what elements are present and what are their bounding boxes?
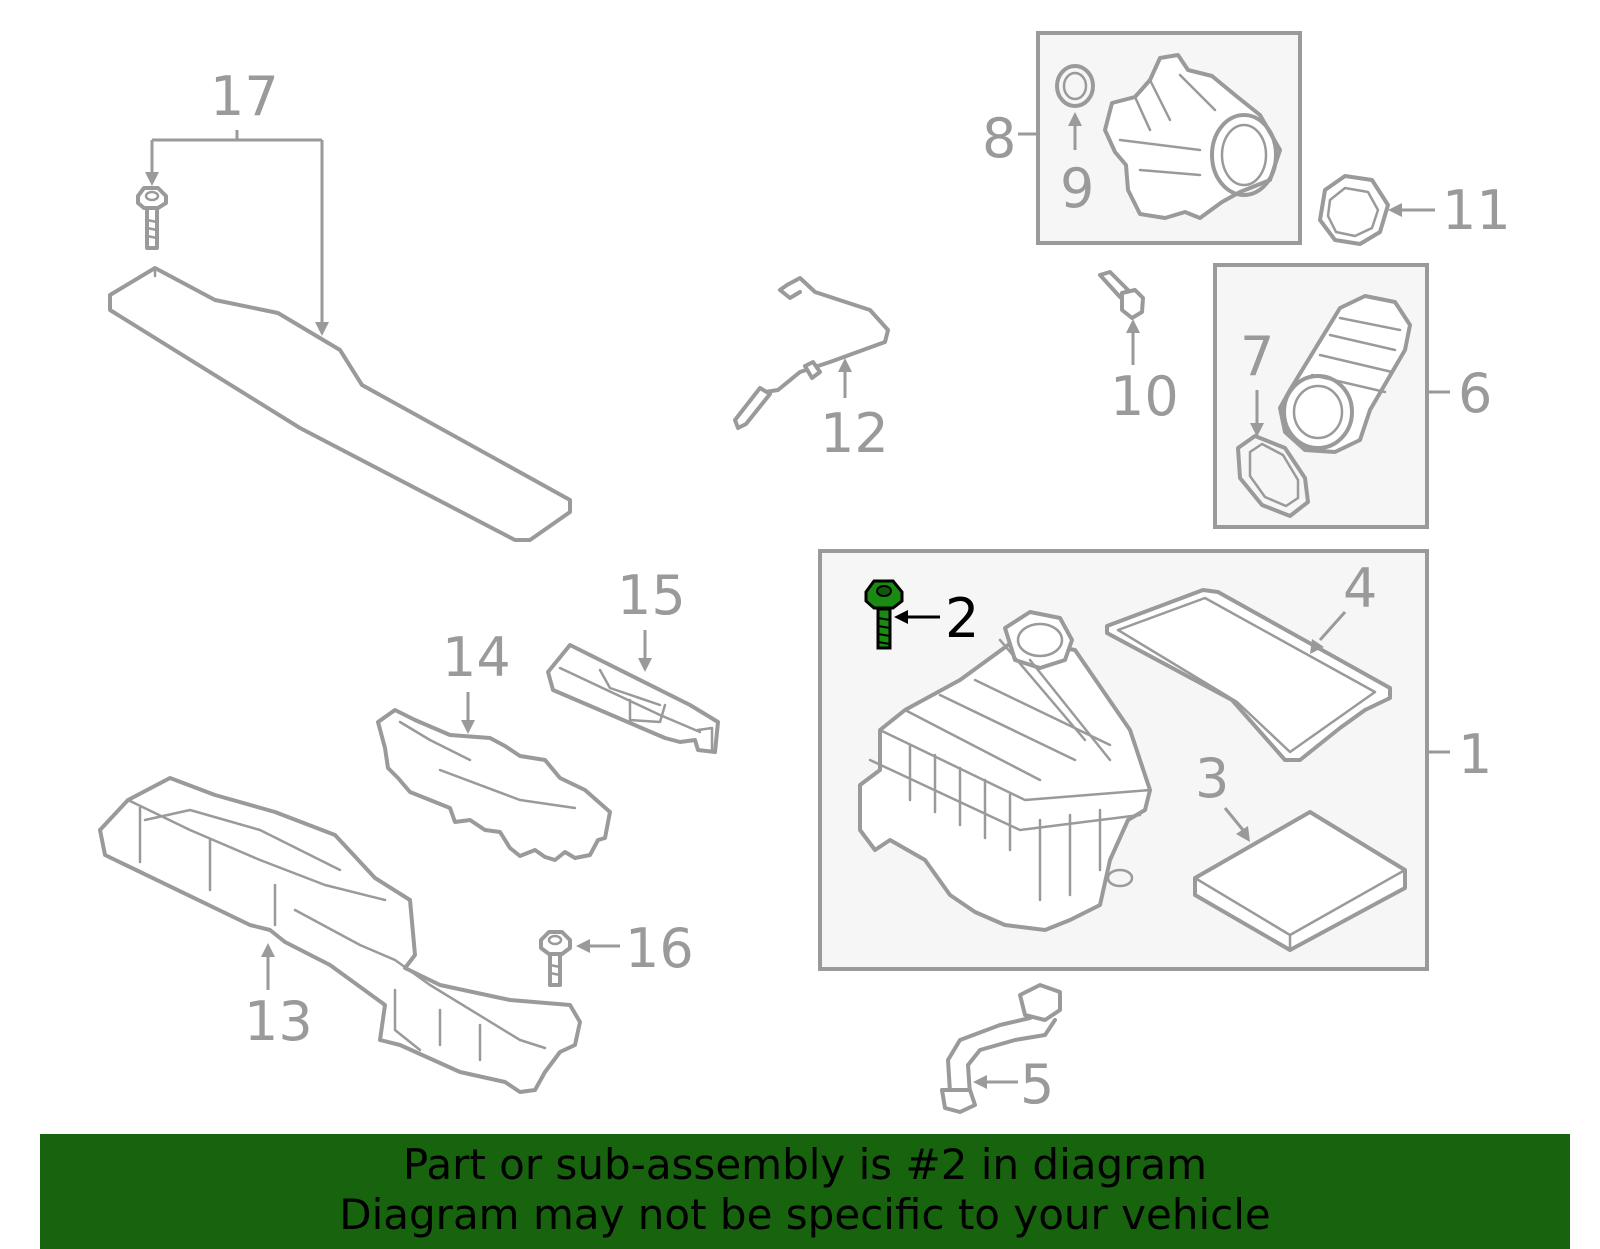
callout-8: 8 [982,107,1016,170]
callout-7: 7 [1240,325,1274,388]
part-3-filter [1193,810,1407,952]
leader-2 [894,610,940,624]
callout-10: 10 [1110,365,1179,428]
callout-1: 1 [1458,723,1492,786]
part-9-gasket [1055,64,1095,108]
callout-11: 11 [1442,179,1511,242]
callout-12: 12 [820,402,889,465]
callout-15: 15 [617,564,686,627]
callout-13: 13 [244,990,313,1053]
leader-11 [1388,203,1435,217]
part-2-bolt-highlighted [864,579,904,650]
callout-14: 14 [442,626,511,689]
info-banner: Part or sub-assembly is #2 in diagram Di… [40,1134,1570,1249]
part-17-bolt [136,186,168,250]
leader-14 [461,692,475,734]
part-4-cover [1105,588,1392,762]
leader-10 [1126,319,1140,365]
callout-2: 2 [945,587,979,650]
callout-9: 9 [1060,157,1094,220]
part-8-throttle-body [1103,53,1282,220]
callout-17: 17 [210,65,279,128]
callout-3: 3 [1195,747,1229,810]
leader-12 [838,358,852,398]
callout-16: 16 [625,917,694,980]
leader-16 [576,939,620,953]
part-10-stud [1098,270,1145,320]
leader-4 [1310,611,1347,654]
part-11-clamp [1318,174,1390,246]
leader-15 [638,630,652,672]
callout-5: 5 [1020,1053,1054,1116]
leader-6-7 [1250,390,1450,437]
part-17-cover-panel [108,266,572,542]
part-7-clamp [1236,434,1310,518]
part-14-shield [376,708,612,862]
part-16-bolt [539,930,572,987]
callout-4: 4 [1343,557,1377,620]
part-15-duct [546,643,720,754]
part-5-tube [940,983,1062,1114]
part-13-duct [98,776,582,1094]
part-air-cleaner-housing [858,610,1152,932]
leader-3 [1223,807,1250,842]
leader-17 [145,130,329,336]
part-12-sensor [733,276,890,430]
leader-5 [973,1075,1018,1089]
leader-8-9 [1018,112,1082,150]
banner-line-2: Diagram may not be specific to your vehi… [339,1190,1271,1239]
banner-line-1: Part or sub-assembly is #2 in diagram [402,1140,1208,1189]
part-6-hose [1278,294,1412,454]
leader-13 [261,943,275,990]
callout-6: 6 [1458,362,1492,425]
